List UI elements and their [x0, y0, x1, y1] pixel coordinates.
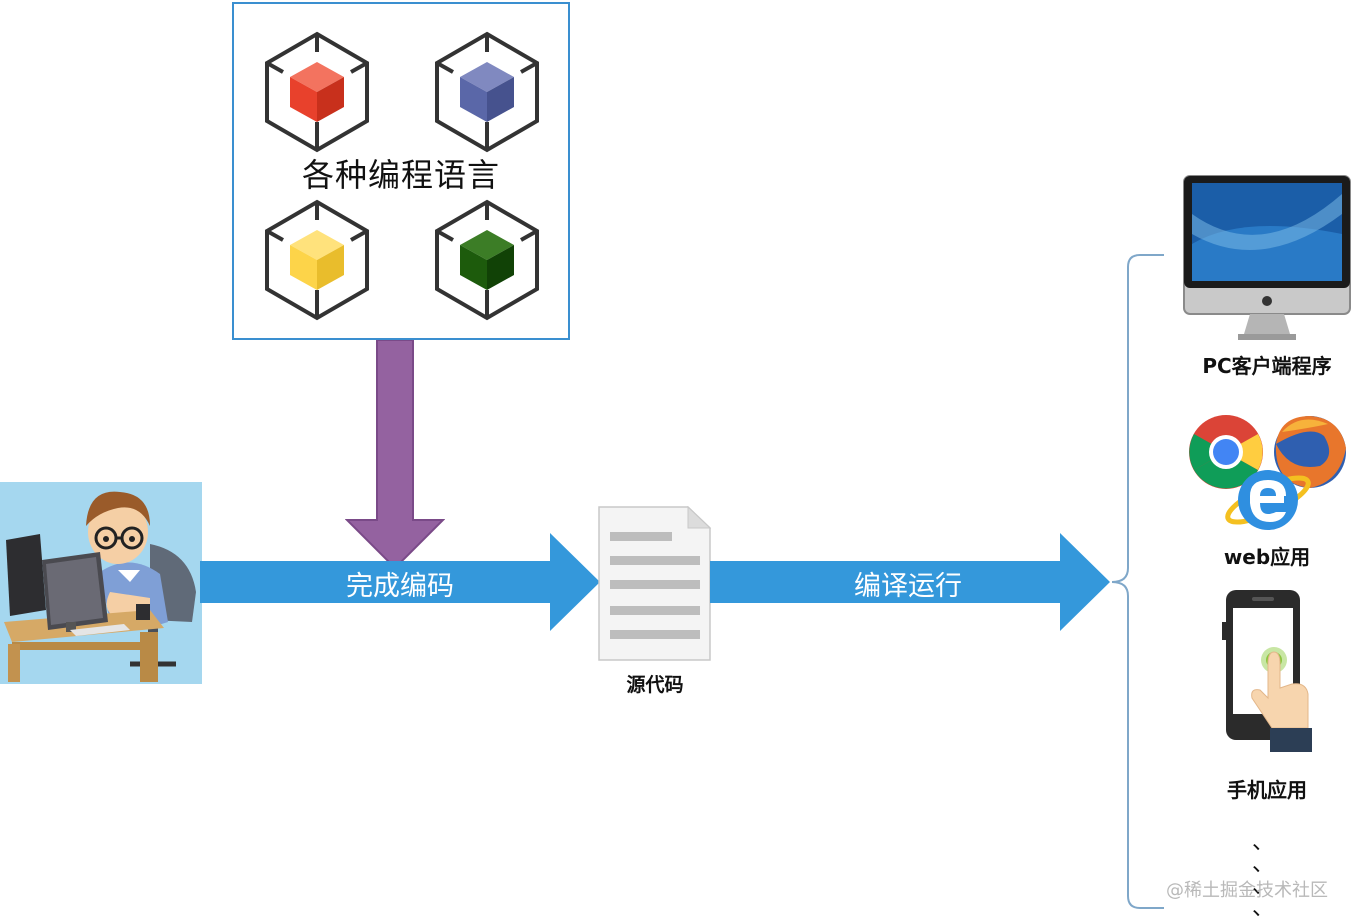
- languages-title: 各种编程语言: [301, 156, 500, 194]
- desktop-computer-icon: [1183, 175, 1351, 340]
- language-cube-icon-1: [265, 31, 369, 153]
- programmer-illustration-icon: [0, 482, 202, 684]
- language-cube-icon-3: [265, 199, 369, 321]
- language-cube-icon-2: [435, 31, 539, 153]
- output-caption-pc: PC客户端程序: [1202, 354, 1332, 378]
- down-arrow: [345, 340, 445, 570]
- output-caption-web: web应用: [1223, 545, 1311, 569]
- browsers-icon: [1189, 415, 1346, 530]
- compile-label: 编译运行: [854, 571, 962, 602]
- more-outputs-ellipsis: 、 、 、 、: [1252, 830, 1275, 921]
- coding-label: 完成编码: [346, 571, 454, 602]
- watermark: @稀土掘金技术社区: [1166, 880, 1328, 901]
- smartphone-icon: [1222, 590, 1312, 752]
- compile-arrow: [710, 533, 1110, 631]
- source-code-caption: 源代码: [626, 674, 684, 696]
- languages-box: [232, 2, 570, 340]
- languages-cubes: [265, 31, 539, 321]
- source-code-document-icon: [598, 506, 712, 661]
- outputs-brace: [1111, 254, 1164, 909]
- output-caption-mobile: 手机应用: [1227, 778, 1307, 802]
- language-cube-icon-4: [435, 199, 539, 321]
- coding-arrow: [200, 533, 600, 631]
